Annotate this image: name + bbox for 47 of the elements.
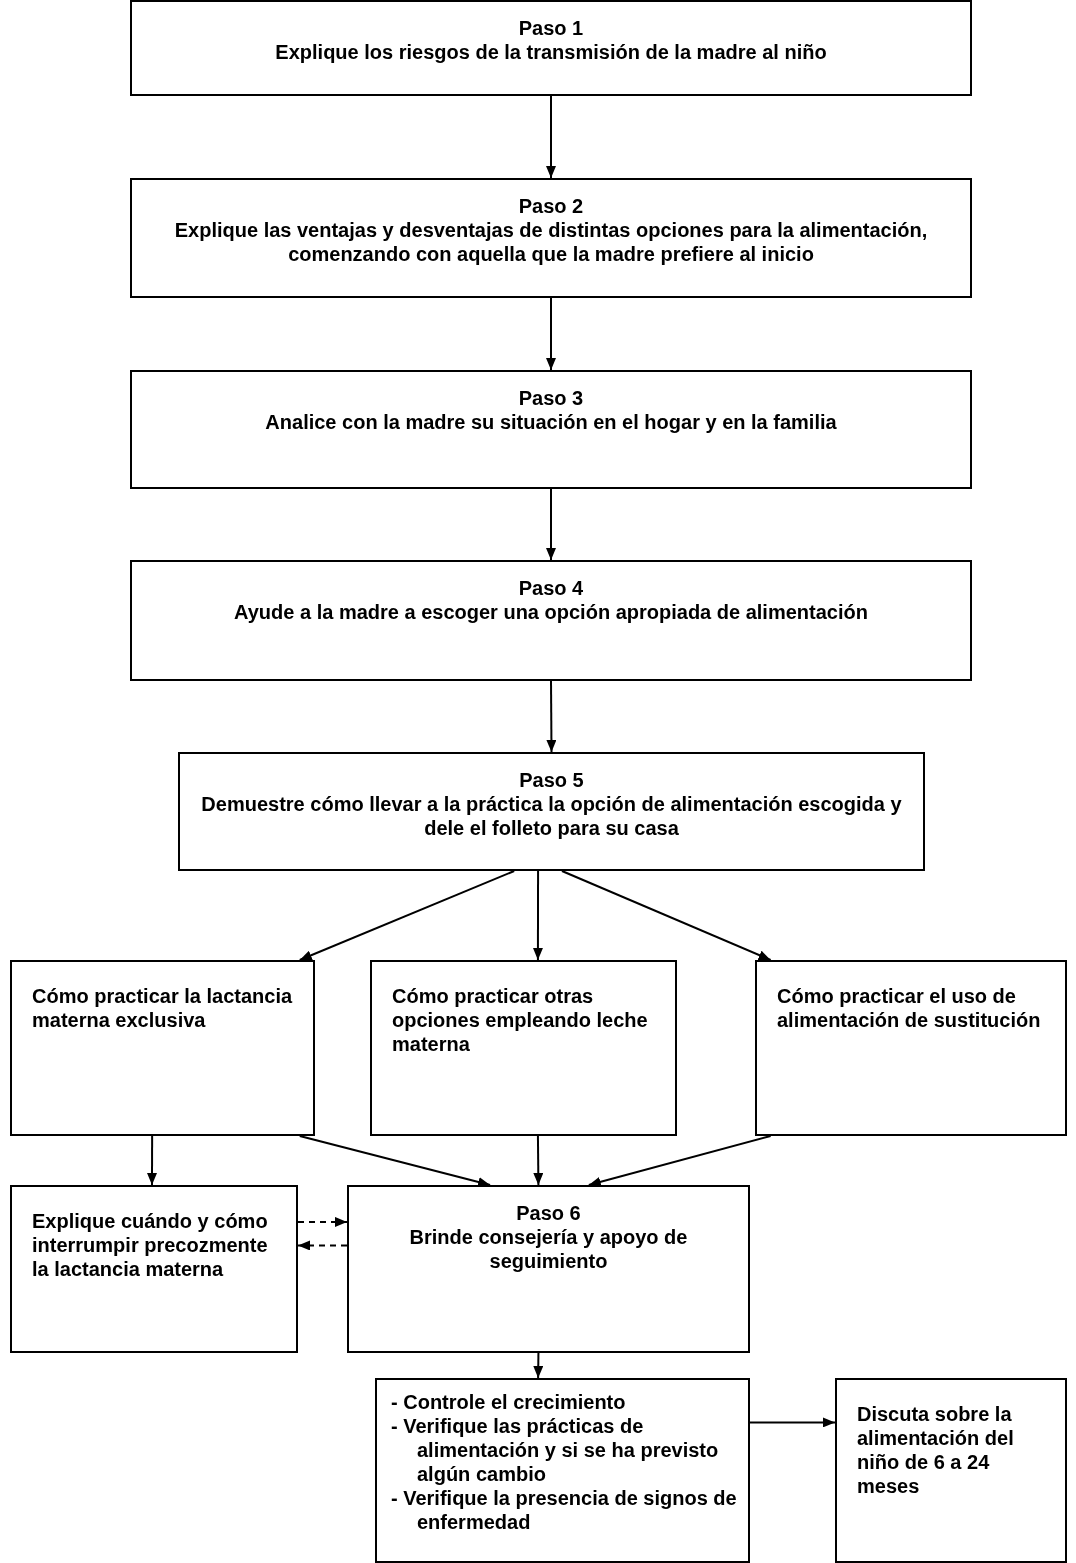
step-heading: Paso 3 xyxy=(518,386,584,410)
step-heading: Paso 4 xyxy=(518,576,584,600)
dashed-arrow xyxy=(297,1216,348,1227)
process-box xyxy=(178,752,925,871)
arrow xyxy=(546,297,556,371)
process-box xyxy=(755,960,1067,1136)
bullet-item: - Controle el crecimiento xyxy=(391,1390,627,1414)
step-text: Brinde consejería y apoyo de seguimiento xyxy=(408,1225,689,1273)
arrow xyxy=(533,1352,544,1379)
step-text: Analice con la madre su situación en el hogar y en la familia xyxy=(265,410,837,434)
process-box xyxy=(130,178,972,298)
checklist-box xyxy=(375,1378,750,1563)
arrow xyxy=(546,95,556,179)
arrow xyxy=(532,870,543,961)
arrow xyxy=(533,1135,544,1186)
step-heading: Paso 6 xyxy=(516,1201,581,1225)
step-text: Ayude a la madre a escoger una opción apropiada de alimentación xyxy=(234,600,868,624)
bullet-item: - Verifique las prácticas de alimentación y si se ha previsto algún cambio xyxy=(391,1414,720,1486)
process-box xyxy=(130,370,972,489)
process-box xyxy=(130,560,972,681)
step-heading: Paso 2 xyxy=(518,194,584,218)
dashed-arrow xyxy=(297,1240,348,1251)
step-text: Explique cuándo y cómo interrumpir precozmente la lactancia materna xyxy=(32,1209,269,1281)
process-box xyxy=(10,1185,298,1353)
step-text: Explique las ventajas y desventajas de distintas opciones para la alimentación, comenzando con aquella que la madre prefiere al inicio xyxy=(173,218,929,266)
step-text: Explique los riesgos de la transmisión de la madre al niño xyxy=(275,40,827,64)
arrow xyxy=(298,1135,492,1187)
process-box xyxy=(370,960,677,1136)
process-box xyxy=(10,960,315,1136)
step-text: Cómo practicar el uso de alimentación de sustitución xyxy=(777,984,1042,1032)
arrow xyxy=(587,1135,772,1187)
step-text: Discuta sobre la alimentación del niño de 6 a 24 meses xyxy=(857,1402,1015,1498)
arrow xyxy=(749,1417,836,1428)
step-text: Cómo practicar la lactancia materna exclusiva xyxy=(32,984,294,1032)
arrow xyxy=(546,488,556,561)
process-box xyxy=(835,1378,1067,1563)
process-box xyxy=(130,0,972,96)
arrow xyxy=(546,680,557,753)
process-box xyxy=(347,1185,750,1353)
bullet-item: - Verifique la presencia de signos de enfermedad xyxy=(391,1486,738,1534)
step-text: Cómo practicar otras opciones empleando leche materna xyxy=(392,984,649,1056)
arrow xyxy=(298,870,516,961)
step-heading: Paso 1 xyxy=(518,16,584,40)
step-text: Demuestre cómo llevar a la práctica la opción de alimentación escogida y dele el folleto para su casa xyxy=(200,792,903,840)
step-heading: Paso 5 xyxy=(519,768,584,792)
arrow xyxy=(560,870,772,961)
arrow xyxy=(147,1135,157,1186)
